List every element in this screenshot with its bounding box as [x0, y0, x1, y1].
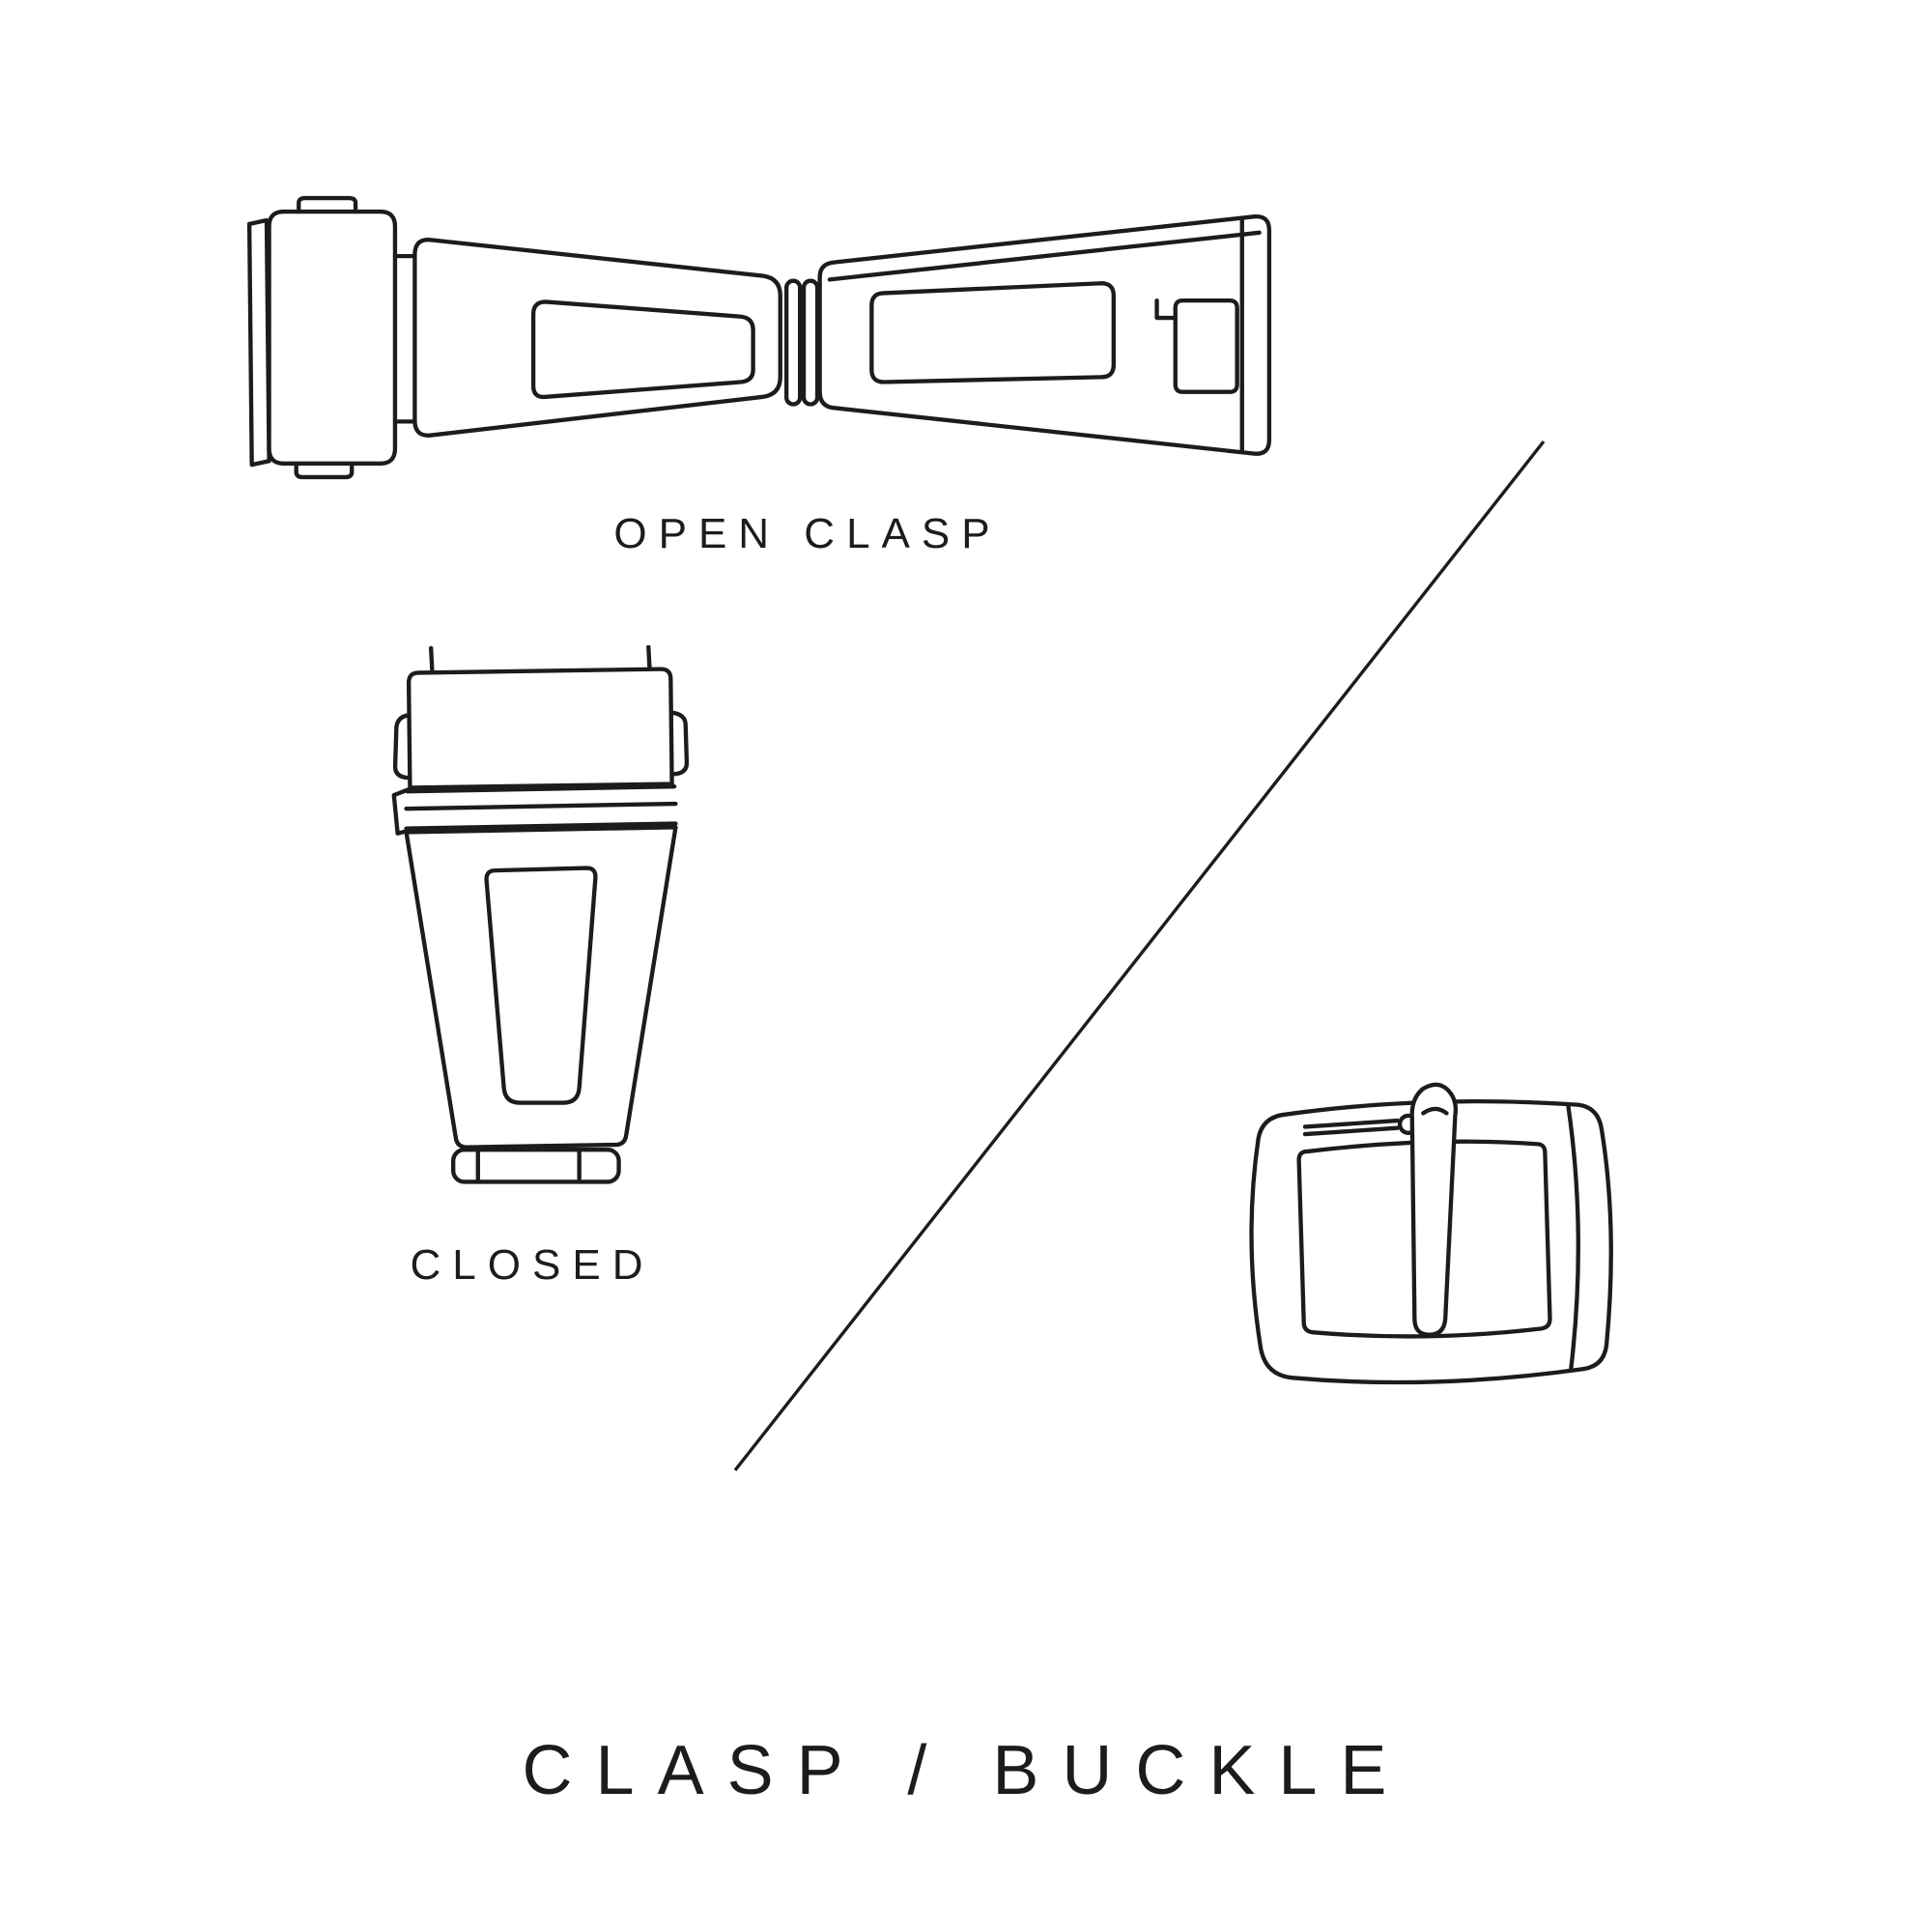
clasp-top-block — [406, 667, 674, 790]
open-clasp-label: OPEN CLASP — [613, 510, 1002, 557]
clasp-hinge — [783, 278, 803, 407]
clasp-left-block — [267, 209, 398, 467]
clasp-right-link — [817, 213, 1272, 456]
clasp-left-strip — [246, 217, 271, 468]
clasp-left-link — [412, 238, 782, 438]
open-clasp-illustration — [222, 182, 1296, 485]
closed-clasp-label: CLOSED — [410, 1241, 655, 1289]
closed-clasp-illustration — [382, 645, 700, 1192]
clasp-body — [404, 825, 678, 1150]
page-title: CLASP / BUCKLE — [522, 1732, 1410, 1809]
buckle-tang — [1409, 1082, 1459, 1337]
buckle-illustration — [1229, 1080, 1629, 1412]
